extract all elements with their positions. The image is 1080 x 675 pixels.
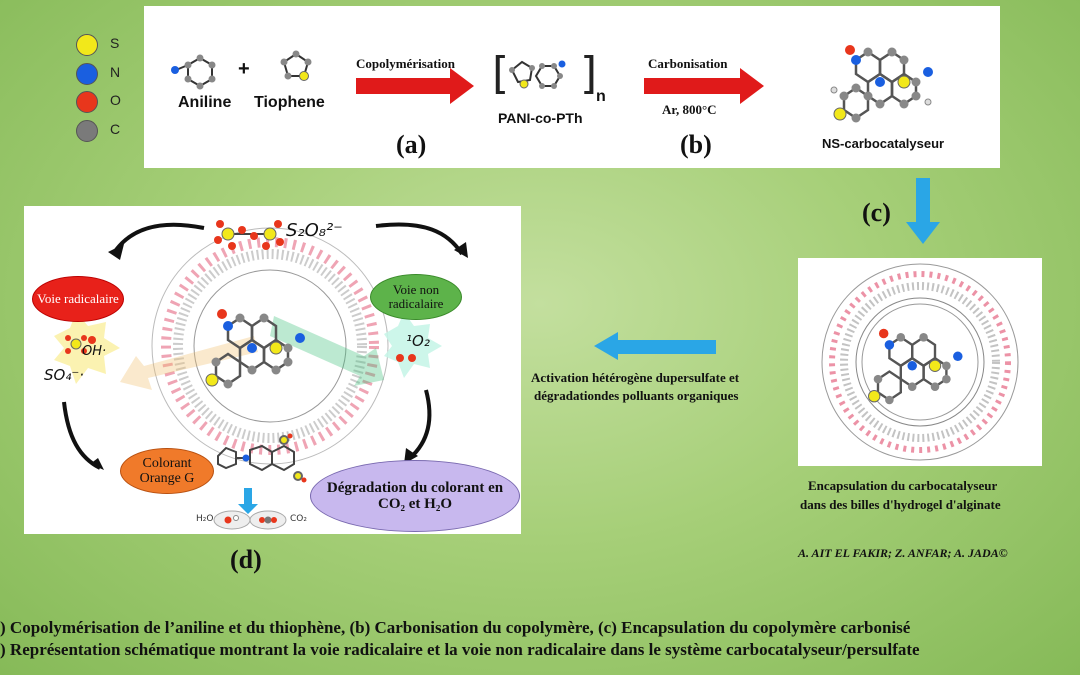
- ns-carbocatalyst-molecule: [830, 45, 933, 123]
- authors-credit: A. AIT EL FAKIR; Z. ANFAR; A. JADA©: [798, 546, 1008, 560]
- legend-label-n: N: [110, 64, 121, 80]
- encapsulation-caption-line2: dans des billes d'hydrogel d'alginate: [800, 497, 1001, 512]
- legend-label-s: S: [110, 35, 120, 51]
- orange-g-text: Colorant Orange G: [139, 455, 195, 486]
- tag-c: (c): [862, 198, 891, 227]
- thiophene-molecule: [280, 50, 312, 81]
- tag-d: (d): [230, 545, 262, 574]
- label-aniline: Aniline: [178, 94, 232, 111]
- label-pani-co-pth: PANI-co-PTh: [498, 110, 583, 126]
- label-tiophene: Tiophene: [254, 94, 325, 111]
- svg-text:]: ]: [580, 48, 597, 99]
- non-radical-pathway-label: Voie non radicalaire: [370, 274, 462, 320]
- legend-dot-s: [76, 34, 98, 56]
- sulfate-radical-label: SO₄⁻·: [44, 366, 85, 384]
- label-carbonisation: Carbonisation: [648, 56, 728, 71]
- aniline-molecule: [171, 54, 216, 90]
- orange-g-label: Colorant Orange G: [120, 448, 214, 494]
- label-plus: +: [238, 58, 250, 80]
- s2o8-label: S₂O₈²⁻: [286, 220, 343, 241]
- persulfate-molecule: [214, 220, 284, 250]
- blue-down-arrow: [906, 178, 940, 244]
- mechanism-panel: Voie radicalaire Voie non radicalaire S₂…: [24, 206, 521, 534]
- carbonisation-arrow: [644, 68, 764, 104]
- h2o-label: H₂O: [196, 514, 214, 524]
- polymer-molecule: [509, 60, 566, 89]
- label-subscript-n: n: [596, 88, 606, 105]
- mechanism-graphics: [54, 220, 468, 530]
- tag-b: (b): [680, 130, 712, 159]
- caption-line-2: ) Représentation schématique montrant la…: [0, 640, 920, 659]
- label-ar-800c: Ar, 800°C: [662, 102, 717, 117]
- legend-dot-n: [76, 63, 98, 85]
- encapsulation-bead: [821, 263, 1019, 461]
- top-panel-graphics: [ ]: [171, 45, 933, 123]
- copolymerisation-arrow: [356, 68, 474, 104]
- blue-left-arrow: [594, 332, 716, 360]
- legend-dot-o: [76, 91, 98, 113]
- radical-pathway-label: Voie radicalaire: [32, 276, 124, 322]
- legend-label-o: O: [110, 92, 121, 108]
- degradation-text: Dégradation du colorant en CO₂ et H₂O: [326, 479, 504, 513]
- svg-text:[: [: [492, 48, 509, 99]
- top-panel: [ ]: [144, 6, 1000, 168]
- label-ns-carbocatalyseur: NS-carbocatalyseur: [822, 136, 945, 151]
- caption-line-1: ) Copolymérisation de l’aniline et du th…: [0, 618, 911, 637]
- hydroxyl-radical-label: OH·: [82, 344, 107, 359]
- activation-text-line1: Activation hétérogène dupersulfate et: [531, 370, 740, 385]
- legend-label-c: C: [110, 121, 121, 137]
- tag-a: (a): [396, 130, 427, 159]
- activation-text-line2: dégradationdes polluants organiques: [534, 388, 739, 403]
- legend-dot-c: [76, 120, 98, 142]
- orange-g-molecule: [217, 433, 307, 483]
- co2-label: CO₂: [290, 514, 307, 524]
- degradation-label: Dégradation du colorant en CO₂ et H₂O: [310, 460, 520, 532]
- encapsulation-panel: [798, 258, 1042, 466]
- radical-pathway-text: Voie radicalaire: [37, 290, 119, 306]
- singlet-oxygen-label: ¹O₂: [406, 332, 430, 350]
- non-radical-pathway-text: Voie non radicalaire: [388, 281, 444, 311]
- label-copolymerisation: Copolymérisation: [356, 56, 455, 71]
- encapsulation-caption-line1: Encapsulation du carbocatalyseur: [808, 478, 998, 493]
